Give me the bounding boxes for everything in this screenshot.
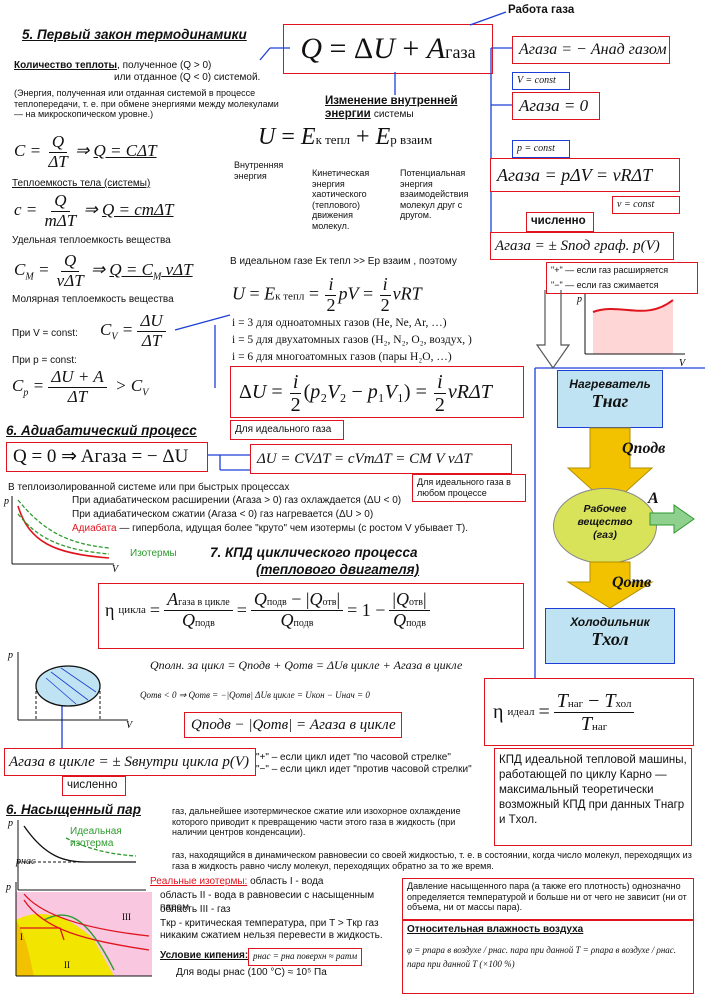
q-out-label: Qотв xyxy=(612,574,652,591)
p-sat-label: pнас xyxy=(16,856,36,867)
saturated-vapor-title: 6. Насыщенный пар xyxy=(6,802,141,817)
adiabatic-formula-box: Q = 0 ⇒ Aгаза = − ΔU xyxy=(6,442,208,472)
internal-energy-formula: U = Eк тепл + Eр взаим xyxy=(258,124,433,150)
section-7-subtitle: (теплового двигателя) xyxy=(256,562,420,577)
svg-text:III: III xyxy=(122,912,131,922)
i3-line: i = 3 для одноатомных газов (He, Ne, Ar,… xyxy=(232,317,447,329)
section-5-title: 5. Первый закон термодинамики xyxy=(22,27,247,42)
ideal-gas-line: В идеальном газе Eк тепл >> Eр взаим , п… xyxy=(230,256,457,267)
internal-energy-label: Внутренняя энергия xyxy=(234,160,284,181)
a-area-box: Aгаза = ± Sпод граф. p(V) xyxy=(490,232,674,260)
ideal-gas-label-box: Для идеального газа xyxy=(230,420,344,440)
p-const-box: p = const xyxy=(512,140,570,158)
section-6-title: 6. Адиабатический процесс xyxy=(6,423,197,438)
adiabatic-line2: При адиабатическом расширении (Aгаза > 0… xyxy=(72,495,402,506)
svg-text:I: I xyxy=(20,932,23,942)
heat-in-arrow xyxy=(566,427,654,507)
svg-text:V: V xyxy=(679,358,687,369)
gas-definition: газ, дальнейшее изотермическое сжатие ил… xyxy=(172,806,461,837)
adiabatic-line4: Адиабата — гипербола, идущая более "крут… xyxy=(72,523,469,534)
q-small-line: Qотв < 0 ⇒ Qотв = −|Qотв| ΔUв цикле = Uк… xyxy=(140,690,370,700)
heat-capacity-label: Теплоемкость тела (системы) xyxy=(12,178,151,189)
water-boiling-text: Для воды pнас (100 °C) ≈ 10⁵ Па xyxy=(176,967,327,978)
svg-text:II: II xyxy=(64,960,70,970)
region-2-text: область II - вода в равновесии с насыщен… xyxy=(160,890,375,913)
a-cycle-box: Aгаза в цикле = ± Sвнутри цикла p(V) xyxy=(4,748,256,776)
first-law-formula-box: Q = ΔU + Aгаза xyxy=(283,24,493,74)
work-label: A xyxy=(648,490,659,507)
heater-box: Нагреватель Tнаг xyxy=(557,370,663,428)
vapor-definition: газ, находящийся в динамическом равновес… xyxy=(172,850,692,871)
real-isotherms-graph: p II III I xyxy=(5,882,152,977)
adiabatic-du-box: ΔU = CVΔT = cVmΔT = CM V νΔT xyxy=(250,444,512,474)
internal-energy-heading: Изменение внутренней энергии системы xyxy=(325,95,458,120)
v-const-box: V = const xyxy=(512,72,570,90)
kinetic-energy-label: Кинетическая энергия хаотического (тепло… xyxy=(312,168,370,231)
ideal-isotherm-graph: p xyxy=(7,818,146,891)
svg-text:V: V xyxy=(112,564,120,575)
section-7-title: 7. КПД циклического процесса xyxy=(210,545,418,560)
carnot-text-box: КПД идеальной тепловой машины, работающе… xyxy=(494,748,692,846)
q-total-line: Qполн. за цикл = Qподв + Qотв = ΔUв цикл… xyxy=(150,658,463,672)
i5-line: i = 5 для двухатомных газов (H₂, N₂, O₂,… xyxy=(232,334,472,346)
work-arrow xyxy=(649,504,695,534)
specific-heat-label: Удельная теплоемкость вещества xyxy=(12,235,171,246)
heat-out-arrow xyxy=(566,561,654,609)
work-negative-box: Aгаза = − Aнад газом xyxy=(512,36,670,64)
hollow-arrow-down xyxy=(535,290,571,370)
svg-text:p: p xyxy=(3,496,9,507)
adiabat-graph: p V xyxy=(3,496,120,575)
svg-text:p: p xyxy=(7,818,13,829)
svg-text:V: V xyxy=(126,720,134,731)
svg-text:p: p xyxy=(7,650,13,661)
boiling-formula-box: pнас = pна поверхн ≈ pатм xyxy=(248,948,362,966)
numerically-box: численно xyxy=(526,212,594,232)
cycle-sign-note: "+" – если цикл идет "по часовой стрелке… xyxy=(256,752,472,775)
svg-text:p: p xyxy=(576,294,582,305)
ideal-isotherm-label: Идеальная изотерма xyxy=(70,826,122,849)
sat-pressure-box: Давление насыщенного пара (а также его п… xyxy=(402,878,694,920)
a-p-dv-box: Aгаза = pΔV = νRΔT xyxy=(490,158,680,192)
t-crit-text: Tкр - критическая температура, при T > T… xyxy=(160,918,383,941)
q-balance-box: Qподв − |Qотв| = Aгаза в цикле xyxy=(184,712,402,738)
adiabatic-label-box: Для идеального газа в любом процессе xyxy=(412,474,526,502)
const-p-label: При p = const: xyxy=(12,355,77,366)
area-under-graph: p V xyxy=(576,294,687,369)
heat-note: (Энергия, полученная или отданная систем… xyxy=(14,88,279,119)
svg-text:p: p xyxy=(5,882,11,893)
cooler-box: Холодильник Tхол xyxy=(545,608,675,664)
heat-quantity-text: Количество теплоты, полученное (Q > 0) и… xyxy=(14,60,261,83)
molar-heat-label: Молярная теплоемкость вещества xyxy=(12,294,174,305)
humidity-box: Относительная влажность воздуха φ = pпар… xyxy=(402,920,694,994)
adiabatic-line3: При адиабатическом сжатии (Aгаза < 0) га… xyxy=(72,509,374,520)
potential-energy-label: Потенциальная энергия взаимодействия мол… xyxy=(400,168,469,220)
i6-line: i = 6 для многоатомных газов (пары H₂O, … xyxy=(232,351,452,363)
cycle-graph: p V xyxy=(7,650,134,731)
boiling-label: Условие кипения: xyxy=(160,950,249,961)
real-isotherms-text: Реальные изотермы: область I - вода xyxy=(150,876,324,887)
a-zero-box: Aгаза = 0 xyxy=(512,92,600,120)
region-3-text: область III - газ xyxy=(160,904,231,915)
working-body: Рабочее вещество (газ) xyxy=(553,488,657,564)
sign-note-box: "+" — если газ расширяется "−" — если га… xyxy=(546,262,698,294)
adiabatic-line1: В теплоизолированной системе или при быс… xyxy=(8,482,290,493)
isotherms-label: Изотермы xyxy=(130,548,177,559)
const-v-label: При V = const: xyxy=(12,328,78,339)
nu-const-box: ν = const xyxy=(612,196,680,214)
q-in-label: Qподв xyxy=(622,440,666,457)
cycle-numerically-box: численно xyxy=(62,776,126,796)
work-of-gas-label: Работа газа xyxy=(508,4,575,16)
